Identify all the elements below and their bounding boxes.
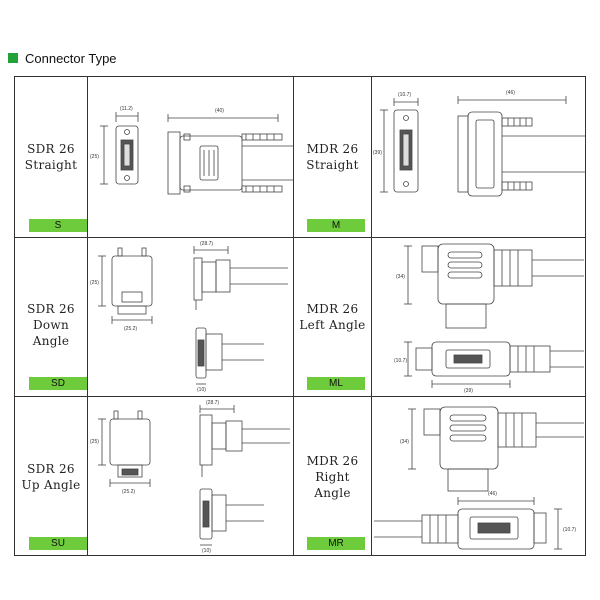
svg-text:(10): (10) (197, 387, 206, 393)
svg-text:(25): (25) (90, 154, 99, 160)
svg-text:(25): (25) (90, 280, 99, 286)
svg-text:(10): (10) (202, 548, 211, 554)
code-badge-mr: MR (307, 537, 365, 550)
svg-text:(25.2): (25.2) (124, 326, 137, 332)
column-divider (87, 77, 88, 555)
column-divider (371, 77, 372, 555)
section-header: Connector Type (8, 50, 117, 66)
sdr-down-angle-drawing: (28.7) (25) (25.2) (10) (90, 241, 288, 393)
green-square-icon (8, 53, 18, 63)
code-badge-sd: SD (29, 377, 87, 390)
svg-text:(39): (39) (373, 150, 382, 156)
code-badge-m: M (307, 219, 365, 232)
sdr-up-angle-drawing: (28.7) (25) (25.2) (10) (90, 400, 290, 554)
svg-text:(10.7): (10.7) (394, 358, 407, 364)
svg-text:(25): (25) (90, 439, 99, 445)
svg-text:(46): (46) (488, 491, 497, 497)
svg-text:(11.2): (11.2) (120, 106, 133, 112)
code-badge-ml: ML (307, 377, 365, 390)
section-title: Connector Type (25, 50, 117, 66)
svg-text:(28.7): (28.7) (206, 400, 219, 406)
row-divider (15, 396, 585, 397)
sdr-straight-drawing: (11.2) (40) (25) (90, 106, 293, 195)
svg-text:(10.7): (10.7) (563, 527, 576, 533)
column-divider (293, 77, 294, 555)
svg-text:(34): (34) (396, 274, 405, 280)
mdr-right-angle-drawing: (34) (46) (10.7) (374, 406, 584, 550)
svg-text:(46): (46) (506, 90, 515, 96)
svg-text:(40): (40) (215, 108, 224, 114)
svg-text:(10.7): (10.7) (398, 92, 411, 98)
svg-text:(39): (39) (464, 388, 473, 394)
svg-text:(34): (34) (400, 439, 409, 445)
mdr-left-angle-drawing: (34) (10.7) (39) (394, 243, 584, 394)
svg-text:(28.7): (28.7) (200, 241, 213, 247)
mdr-straight-drawing: (10.7) (46) (39) (373, 90, 586, 197)
svg-text:(25.2): (25.2) (122, 489, 135, 495)
code-badge-su: SU (29, 537, 87, 550)
row-divider (15, 237, 585, 238)
code-badge-s: S (29, 219, 87, 232)
